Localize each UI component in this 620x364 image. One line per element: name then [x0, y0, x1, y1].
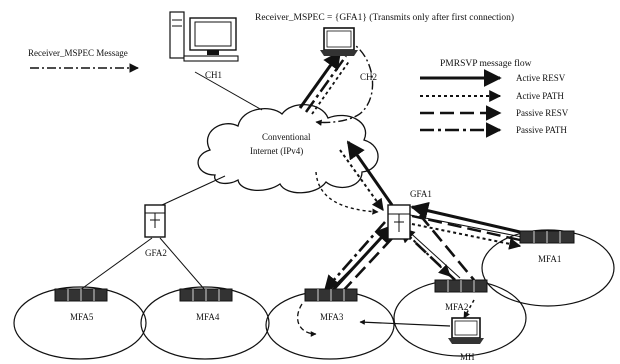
flow-active-path-gfa1-mfa1: [411, 223, 522, 250]
cell-mfa5: [13, 286, 147, 360]
flow-passive-resv-mfa3-gfa1: [341, 231, 399, 293]
flow-passive-resv-gfa1-mfa2: [419, 214, 475, 281]
internet-cloud: Conventional Internet (IPv4): [197, 103, 379, 194]
flow-path-curve-gfa1: [315, 171, 379, 215]
access-point-icon: [179, 288, 233, 302]
flow-active-resv-internet-ch2: [298, 50, 342, 109]
node-label-mfa1: MFA1: [538, 254, 561, 264]
node-label-mh: MH: [460, 352, 475, 362]
flow-mfa3-local: [297, 303, 317, 337]
flow-passive-path-gfa1-mfa3: [323, 221, 386, 292]
message-flow-legend: PMRSVP message flow Active RESV Active P…: [420, 58, 569, 138]
legend-title: PMRSVP message flow: [440, 58, 532, 69]
link-gfa2-mfa4: [159, 237, 206, 291]
flow-active-path-gfa1-mfa2: [404, 231, 451, 277]
node-label-mfa5: MFA5: [70, 312, 94, 322]
gateway-server-icon: [144, 204, 166, 238]
node-label-gfa1: GFA1: [410, 189, 432, 199]
flow-passive-path-internet-ch2: [304, 55, 348, 113]
access-point-icon: [304, 288, 358, 302]
legend-label-active-resv: Active RESV: [516, 73, 566, 83]
cloud-label-line1: Conventional: [262, 132, 311, 142]
flow-active-resv-mfa3-gfa1: [331, 224, 394, 292]
left-legend-label: Receiver_MSPEC Message: [28, 48, 128, 58]
flow-active-path-internet-ch2: [311, 59, 351, 115]
link-gfa2-mfa5: [79, 237, 153, 291]
node-label-mfa2: MFA2: [445, 302, 468, 312]
node-label-ch2: CH2: [360, 72, 377, 82]
gateway-server-icon: [387, 204, 411, 240]
flow-active-path-internet-gfa1: [339, 149, 384, 211]
laptop-icon: [448, 317, 484, 344]
flow-receiver-mspec-ch2: [315, 39, 374, 126]
link-internet-gfa2: [161, 175, 226, 206]
cell-mfa1: [481, 229, 615, 307]
flow-active-resv-mfa1-gfa1: [410, 201, 521, 234]
flow-passive-resv-mfa1-gfa1: [411, 214, 521, 242]
laptop-icon: [320, 27, 358, 56]
access-point-icon: [54, 288, 108, 302]
node-label-mfa4: MFA4: [196, 312, 220, 322]
legend-label-passive-resv: Passive RESV: [516, 108, 569, 118]
cell-mfa4: [140, 286, 270, 360]
legend-label-active-path: Active PATH: [516, 91, 564, 101]
legend-label-passive-path: Passive PATH: [516, 125, 567, 135]
left-legend: Receiver_MSPEC Message: [28, 48, 139, 73]
cloud-label-line2: Internet (IPv4): [250, 146, 303, 156]
access-point-icon: [434, 279, 488, 293]
node-label-gfa2: GFA2: [145, 248, 167, 258]
desktop-computer-icon: [169, 11, 239, 62]
link-ch1-internet: [194, 71, 263, 111]
node-label-mfa3: MFA3: [320, 312, 344, 322]
flow-mh-to-mfa3: [359, 319, 451, 327]
access-point-icon: [519, 230, 575, 244]
node-label-ch1: CH1: [205, 70, 222, 80]
flow-active-resv-gfa1-internet: [346, 140, 394, 206]
receiver-mspec-header: Receiver_MSPEC = {GFA1} (Transmits only …: [255, 12, 514, 23]
